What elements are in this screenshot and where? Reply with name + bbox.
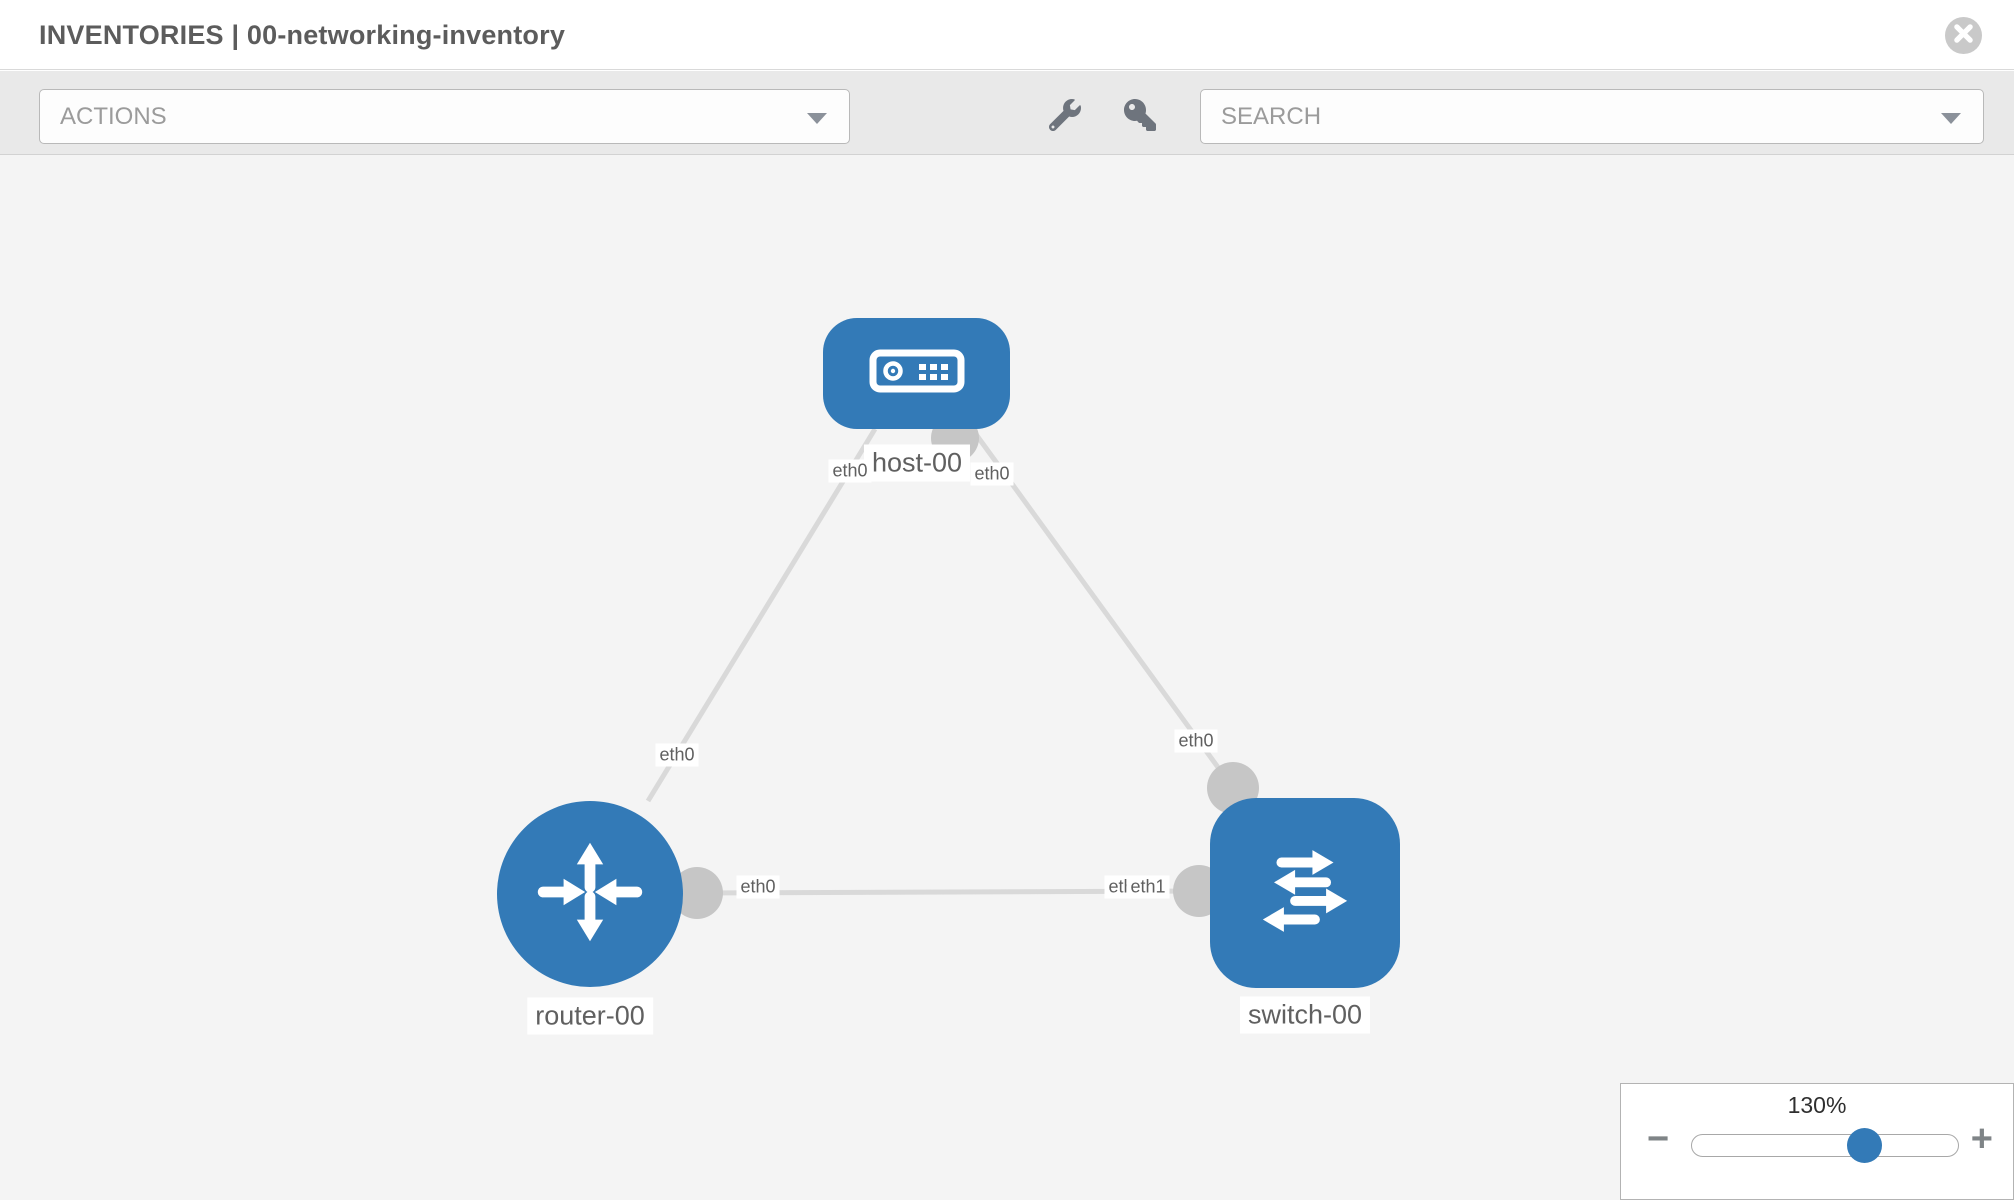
iface-label-switch-link-eth1: eth1 [1126, 875, 1170, 899]
key-icon [1124, 98, 1156, 136]
actions-dropdown-label: ACTIONS [60, 102, 167, 130]
router-icon [530, 832, 650, 957]
iface-label-switch-uplink: eth0 [1174, 729, 1218, 753]
zoom-slider-track[interactable] [1691, 1134, 1959, 1157]
host-label: host-00 [863, 444, 971, 482]
link-host-switch [972, 431, 1236, 790]
zoom-in-button[interactable]: + [1970, 1118, 1993, 1160]
chevron-down-icon [807, 113, 827, 124]
iface-label-router-uplink: eth0 [655, 743, 699, 767]
node-host-00[interactable] [823, 318, 1010, 429]
zoom-control-panel: 130% − + [1620, 1083, 2014, 1200]
router-label: router-00 [527, 997, 653, 1035]
zoom-slider-thumb[interactable] [1847, 1128, 1882, 1163]
wrench-icon [1048, 98, 1081, 136]
zoom-out-button[interactable]: − [1647, 1118, 1670, 1160]
iface-label-router-link: eth0 [736, 875, 780, 899]
credentials-button[interactable] [1118, 95, 1162, 139]
toolbar: ACTIONS SEARCH [0, 71, 2014, 155]
router-interface-connector [671, 867, 723, 919]
close-button[interactable] [1945, 17, 1982, 54]
zoom-level-value: 130% [1787, 1092, 1847, 1118]
actions-dropdown[interactable]: ACTIONS [39, 89, 850, 144]
close-icon [1954, 23, 1973, 48]
link-host-router [645, 427, 878, 803]
iface-label-host-right: eth0 [970, 462, 1014, 486]
chevron-down-icon [1941, 113, 1961, 124]
topology-links-layer [645, 414, 1259, 919]
node-router-00[interactable] [497, 801, 683, 987]
topology-canvas[interactable]: host-00 router-00 switch-00 eth0 eth0 et… [0, 155, 2014, 1200]
search-dropdown[interactable]: SEARCH [1200, 89, 1984, 144]
tools-button[interactable] [1043, 95, 1087, 139]
node-switch-00[interactable] [1210, 798, 1400, 988]
host-icon [867, 347, 967, 400]
iface-label-host-left: eth0 [828, 459, 872, 483]
switch-label: switch-00 [1239, 996, 1371, 1034]
switch-icon [1243, 829, 1367, 958]
page-title: INVENTORIES | 00-networking-inventory [39, 20, 566, 50]
search-dropdown-label: SEARCH [1221, 102, 1322, 130]
header-bar: INVENTORIES | 00-networking-inventory [0, 0, 2014, 70]
